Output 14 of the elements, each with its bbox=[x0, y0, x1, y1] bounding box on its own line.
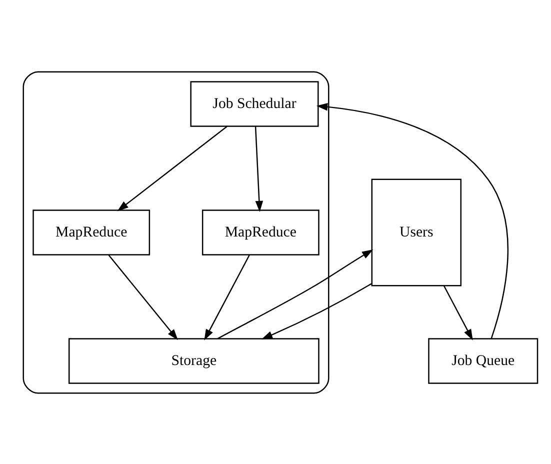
node-box: MapReduce bbox=[32, 209, 150, 255]
arrow bbox=[117, 125, 228, 211]
node-box: Users bbox=[371, 178, 462, 286]
arrow bbox=[108, 254, 178, 340]
node-box: MapReduce bbox=[202, 209, 320, 255]
node-box: Job Queue bbox=[428, 338, 538, 384]
arrow bbox=[217, 249, 374, 339]
arrow bbox=[316, 102, 509, 338]
arrow bbox=[254, 126, 264, 212]
arrow bbox=[204, 254, 250, 340]
node-box: Storage bbox=[68, 338, 320, 384]
node-box: Job Schedular bbox=[190, 80, 319, 126]
arrow bbox=[261, 282, 372, 339]
arrow bbox=[443, 284, 473, 340]
